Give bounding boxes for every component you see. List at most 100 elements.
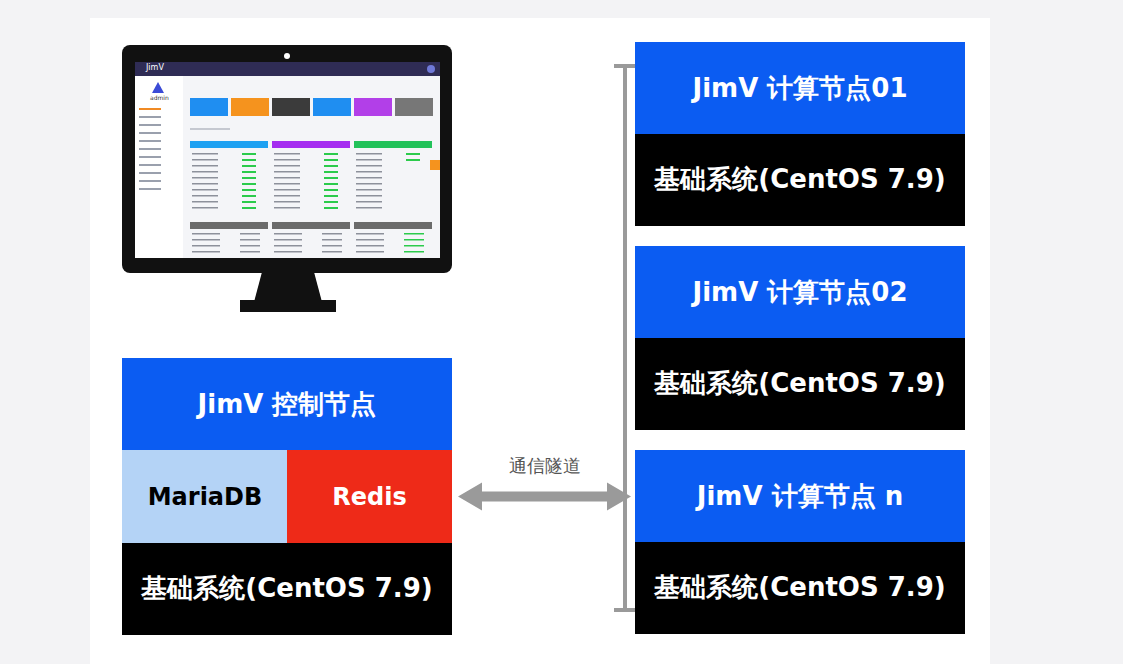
table-cell	[240, 239, 260, 241]
panel-header	[190, 141, 268, 148]
progress-bar	[242, 153, 256, 155]
menu-line	[139, 116, 161, 118]
cache-box: Redis	[287, 450, 452, 544]
progress-bar	[324, 159, 338, 161]
progress-bar	[324, 153, 338, 155]
progress-bar	[242, 201, 256, 203]
table-cell	[274, 201, 300, 203]
menu-line	[139, 164, 161, 166]
table-cell	[192, 207, 218, 209]
table-cell	[192, 233, 220, 235]
table-cell	[240, 251, 260, 253]
table-cell	[356, 183, 382, 185]
table-cell	[274, 207, 300, 209]
table-cell	[274, 153, 300, 155]
node-text: MariaDB	[148, 483, 263, 512]
table-cell	[274, 251, 302, 253]
menu-line	[139, 140, 161, 142]
node-text: 基础系统(CentOS 7.9)	[654, 164, 945, 195]
node-text: 基础系统(CentOS 7.9)	[654, 368, 945, 399]
menu-line	[139, 172, 161, 174]
screen-logo-text: JimV	[146, 64, 164, 72]
table-cell	[274, 165, 300, 167]
node-text: 基础系统(CentOS 7.9)	[141, 573, 432, 604]
node-text: JimV 计算节点 n	[697, 481, 903, 512]
table-cell	[192, 153, 218, 155]
stat-card	[313, 98, 351, 116]
stat-card	[354, 98, 392, 116]
monitor-stand	[254, 272, 322, 302]
table-cell	[356, 171, 382, 173]
table-cell	[274, 183, 300, 185]
table-cell	[274, 239, 302, 241]
logo	[152, 82, 164, 93]
progress-bar	[324, 171, 338, 173]
table-cell	[192, 177, 218, 179]
control-node-box: JimV 控制节点	[122, 358, 452, 451]
os-box: 基础系统(CentOS 7.9)	[635, 542, 965, 634]
panel-header	[272, 222, 350, 229]
sidebar	[135, 76, 183, 258]
os-box: 基础系统(CentOS 7.9)	[635, 134, 965, 226]
table-cell	[404, 245, 424, 247]
table-cell	[356, 201, 382, 203]
table-cell	[356, 159, 382, 161]
progress-bar	[324, 189, 338, 191]
table-cell	[274, 195, 300, 197]
menu-line	[139, 108, 161, 110]
progress-bar	[242, 189, 256, 191]
double-arrow	[458, 483, 631, 511]
os-box: 基础系统(CentOS 7.9)	[122, 543, 452, 635]
table-cell	[274, 233, 302, 235]
table-cell	[356, 153, 382, 155]
top-bar	[135, 62, 440, 76]
table-cell	[192, 251, 220, 253]
progress-bar	[406, 159, 420, 161]
screen-rows	[139, 98, 440, 253]
panel-header	[354, 141, 432, 148]
node-text: 基础系统(CentOS 7.9)	[654, 572, 945, 603]
table-cell	[356, 233, 384, 235]
menu-line	[139, 180, 161, 182]
table-cell	[192, 189, 218, 191]
table-cell	[274, 245, 302, 247]
progress-bar	[324, 195, 338, 197]
database-box: MariaDB	[122, 450, 288, 544]
table-cell	[192, 159, 218, 161]
bracket-tick	[614, 64, 636, 68]
table-cell	[356, 195, 382, 197]
menu-line	[139, 156, 161, 158]
progress-bar	[242, 195, 256, 197]
node-text: JimV 计算节点02	[692, 277, 907, 308]
table-cell	[404, 251, 424, 253]
bracket	[623, 66, 627, 610]
table-cell	[356, 207, 382, 209]
table-cell	[322, 239, 342, 241]
compute-node-box: JimV 计算节点02	[635, 246, 965, 339]
table-cell	[356, 177, 382, 179]
camera-dot	[284, 53, 290, 59]
table-cell	[322, 251, 342, 253]
table-cell	[192, 165, 218, 167]
node-text: JimV 计算节点01	[692, 73, 907, 104]
section-title	[190, 128, 230, 130]
table-cell	[404, 233, 424, 235]
edge-label: 通信隧道	[506, 455, 584, 477]
table-cell	[356, 245, 384, 247]
panel-header	[272, 141, 350, 148]
progress-bar	[324, 201, 338, 203]
table-cell	[274, 171, 300, 173]
progress-bar	[324, 207, 338, 209]
monitor-base	[240, 300, 336, 312]
menu-line	[139, 188, 161, 190]
table-cell	[192, 195, 218, 197]
table-cell	[274, 159, 300, 161]
stat-card	[272, 98, 310, 116]
table-cell	[192, 245, 220, 247]
table-cell	[356, 189, 382, 191]
progress-bar	[324, 177, 338, 179]
table-cell	[240, 245, 260, 247]
progress-bar	[406, 153, 420, 155]
table-cell	[240, 233, 260, 235]
table-cell	[356, 239, 384, 241]
